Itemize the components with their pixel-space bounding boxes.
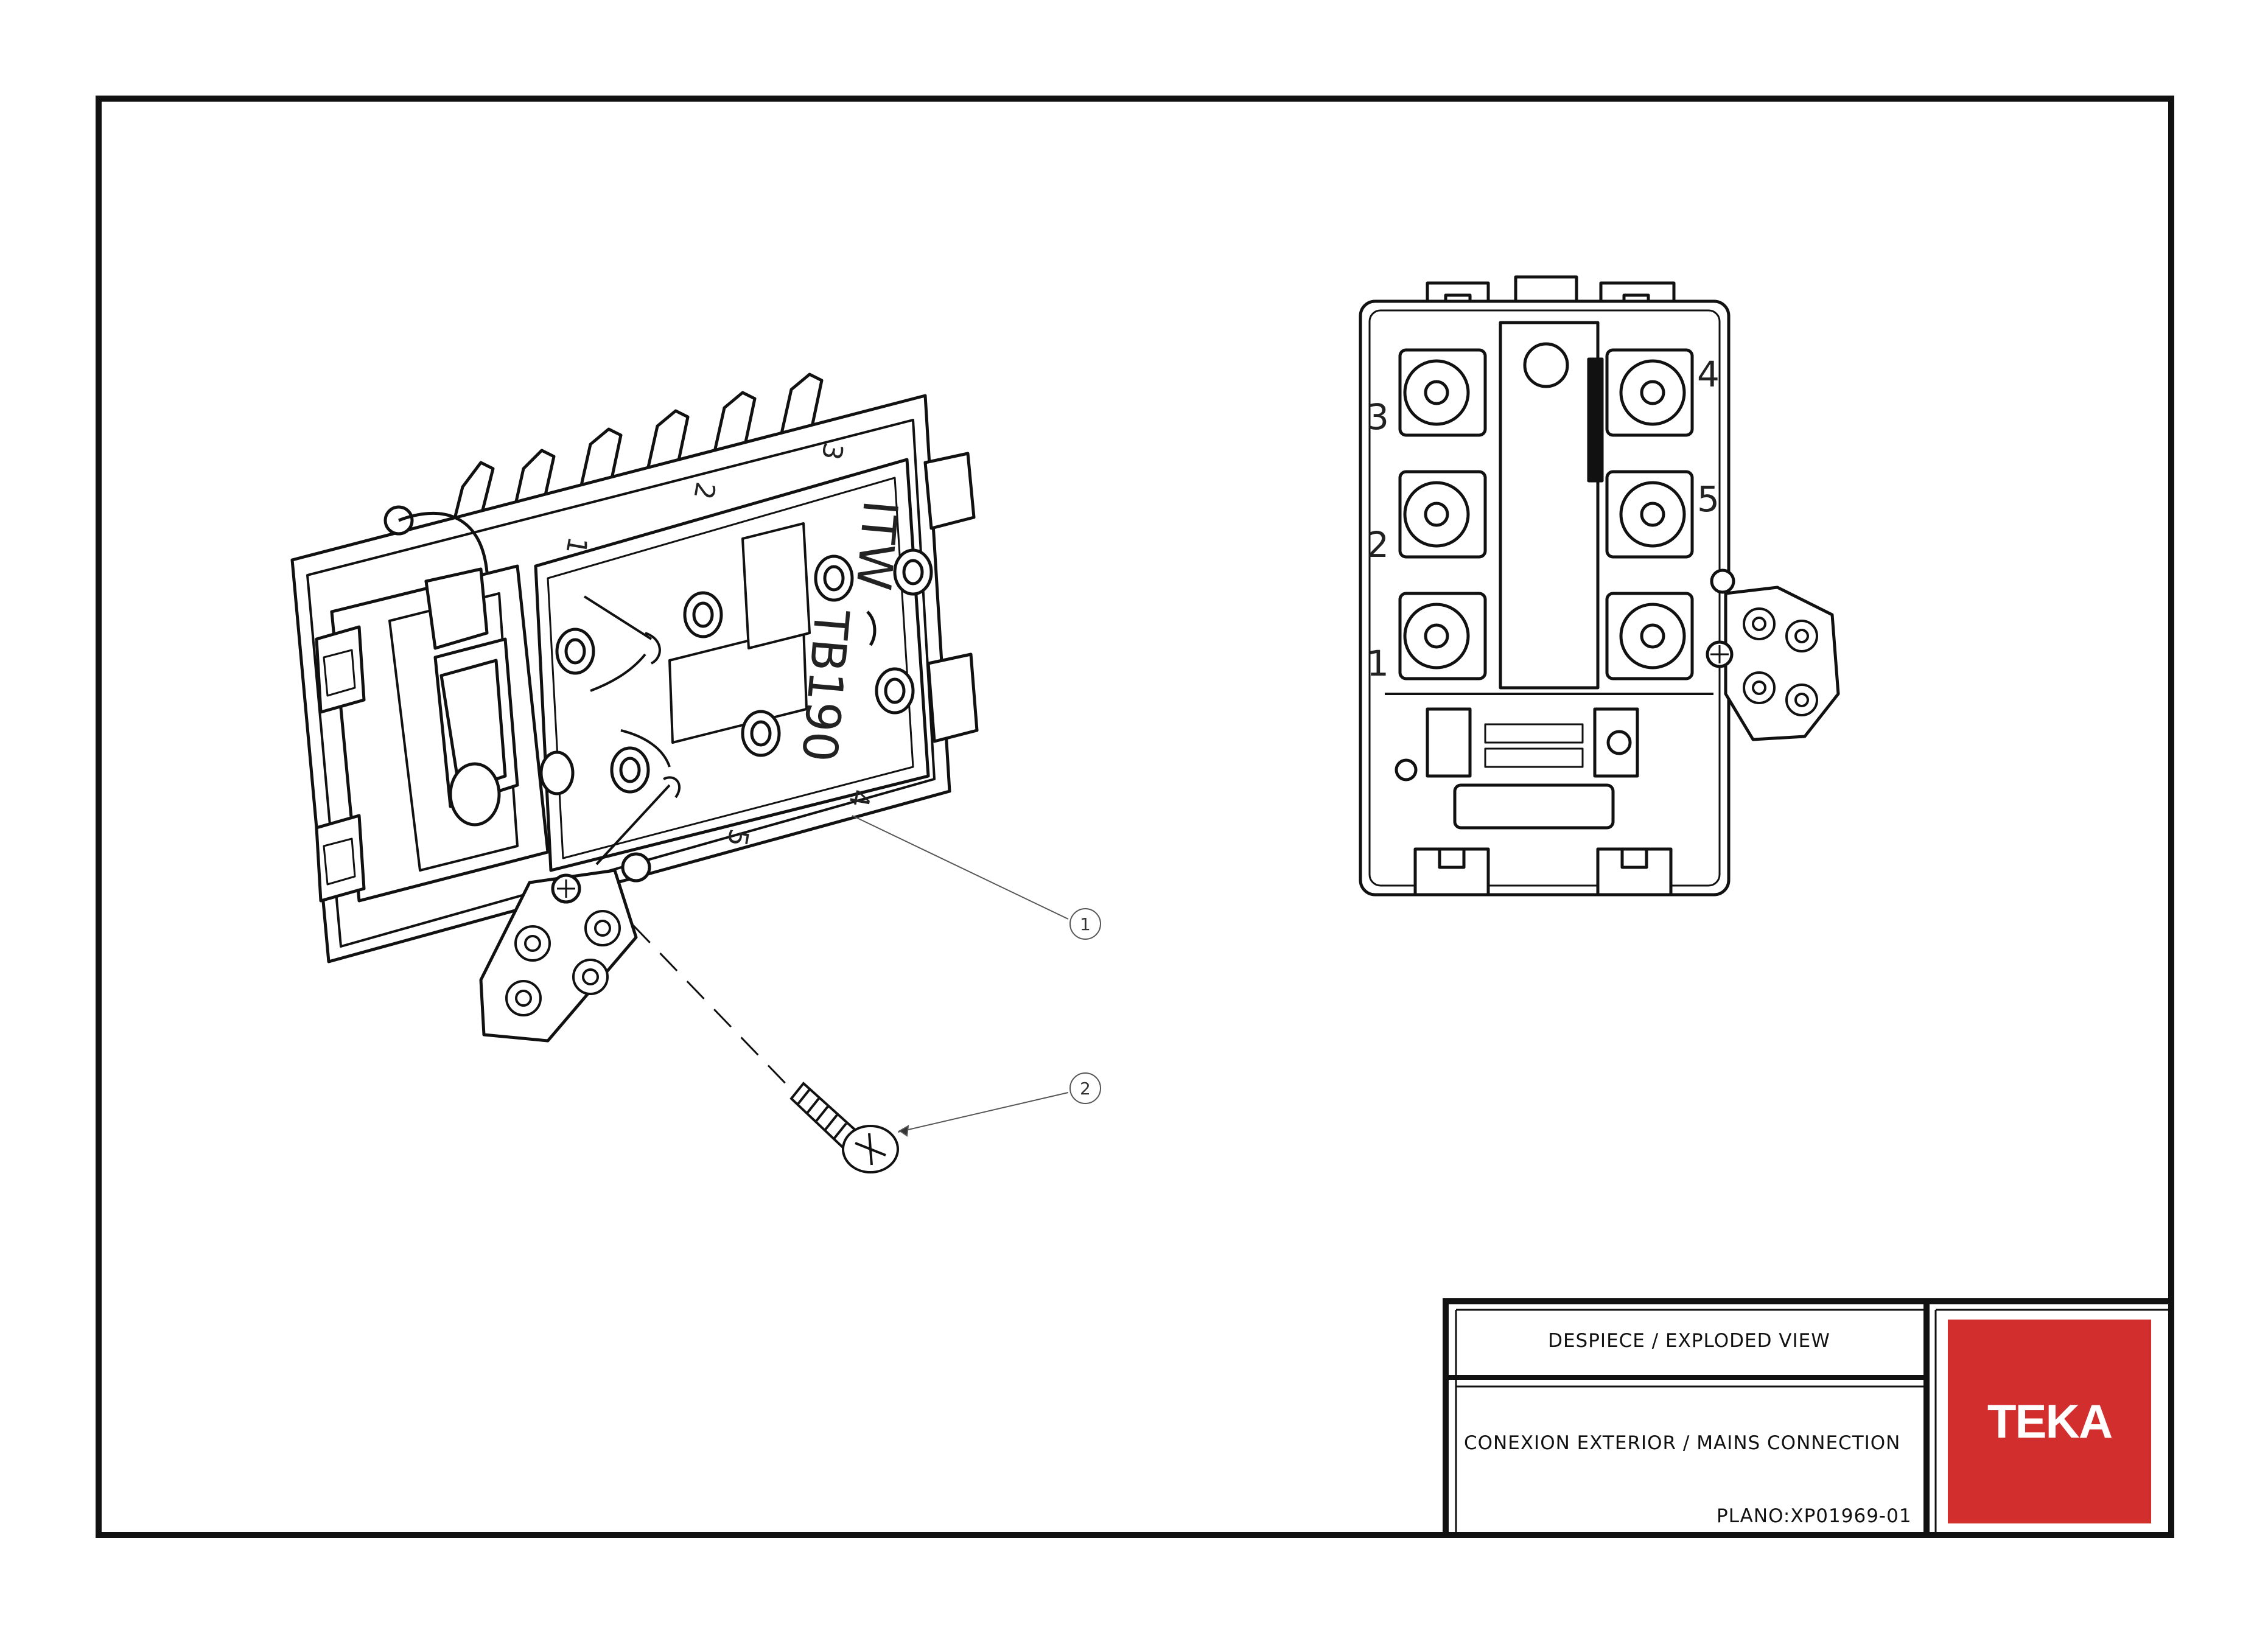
callout-2 bbox=[897, 1072, 1101, 1137]
iso-terminal-block bbox=[290, 372, 979, 1043]
sheet-border bbox=[96, 96, 2174, 1538]
front-terminal-4: 4 bbox=[1697, 354, 1720, 395]
front-terminal-5: 5 bbox=[1697, 478, 1720, 520]
front-terminal-3: 3 bbox=[1367, 396, 1389, 438]
teka-logo-text: TEKA bbox=[1987, 1394, 2113, 1448]
title-exploded-view: DESPIECE / EXPLODED VIEW bbox=[1548, 1330, 1830, 1352]
drawing-number: PLANO:XP01969-01 bbox=[1717, 1505, 1912, 1527]
front-terminal-1: 1 bbox=[1367, 643, 1389, 684]
brand-itw: ITW bbox=[845, 498, 908, 592]
cable-clamp bbox=[424, 567, 489, 650]
mounting-screw bbox=[632, 924, 899, 1173]
callout-1-label: 1 bbox=[1080, 914, 1091, 934]
front-terminals-left bbox=[1398, 348, 1487, 680]
model-tb190: TB190 bbox=[791, 607, 859, 764]
earth-screws bbox=[505, 910, 621, 1016]
front-earth-screws bbox=[1743, 607, 1818, 716]
callout-1 bbox=[852, 815, 1101, 940]
screw-holes bbox=[539, 548, 933, 796]
title-mains-connection: CONEXION EXTERIOR / MAINS CONNECTION bbox=[1464, 1432, 1901, 1454]
front-terminal-2: 2 bbox=[1367, 524, 1389, 565]
front-earth-plate bbox=[1724, 586, 1840, 741]
front-terminals-right bbox=[1605, 348, 1694, 680]
callout-2-label: 2 bbox=[1080, 1079, 1091, 1099]
teka-logo: TEKA bbox=[1948, 1320, 2151, 1523]
front-terminal-block bbox=[1359, 275, 1840, 897]
title-block bbox=[1443, 1298, 2174, 1538]
